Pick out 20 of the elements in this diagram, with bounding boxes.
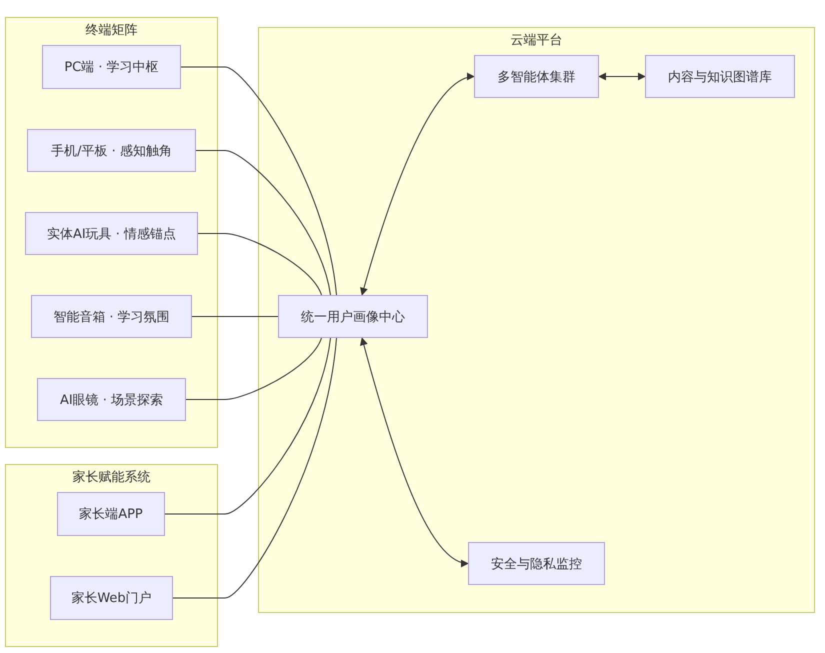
process-box: 家长端APP — [57, 492, 165, 536]
process-box: 家长Web门户 — [50, 576, 173, 620]
process-box: 统一用户画像中心 — [278, 295, 428, 338]
process-box: AI眼镜 · 场景探索 — [37, 378, 186, 421]
group-title: 云端平台 — [510, 32, 564, 49]
process-box: PC端 · 学习中枢 — [42, 45, 181, 89]
connector-arrow — [360, 337, 469, 566]
process-box: 多智能体集群 — [474, 55, 599, 98]
connector-arrow — [598, 72, 646, 80]
group-panel — [5, 464, 218, 647]
process-box: 手机/平板 · 感知触角 — [27, 129, 196, 172]
connector-arrow — [360, 74, 475, 296]
group-panel — [5, 17, 218, 448]
group-title: 家长赋能系统 — [72, 469, 152, 486]
process-box: 内容与知识图谱库 — [645, 55, 795, 98]
group-panel — [258, 27, 815, 613]
process-box: 实体AI玩具 · 情感锚点 — [25, 212, 198, 255]
group-title: 终端矩阵 — [84, 22, 138, 39]
process-box: 安全与隐私监控 — [468, 542, 605, 585]
process-box: 智能音箱 · 学习氛围 — [31, 295, 192, 338]
